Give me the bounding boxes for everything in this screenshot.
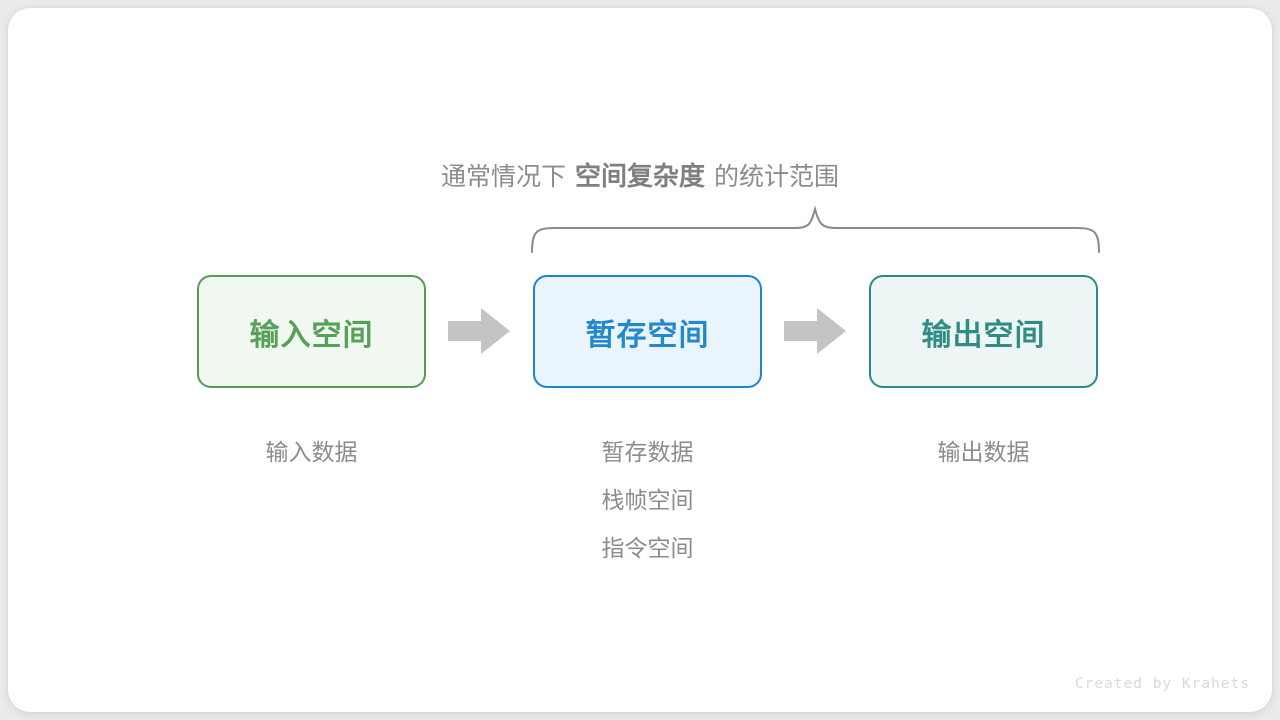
box-input-space-label: 输入空间: [249, 318, 374, 352]
box-temp-space[interactable]: 暂存空间: [533, 275, 762, 388]
captions-output-space: 输出数据: [869, 428, 1098, 476]
caption-emphasis: 空间复杂度: [574, 161, 705, 191]
caption-prefix: 通常情况下: [440, 163, 566, 191]
caption-item: 输入数据: [265, 439, 358, 465]
flow-arrow-icon: [784, 308, 846, 354]
credit-text: Created by Krahets: [1074, 676, 1250, 692]
curly-brace: [531, 205, 1100, 253]
caption-item: 输出数据: [937, 439, 1030, 465]
caption-item: 指令空间: [601, 535, 694, 561]
brace-caption: 通常情况下空间复杂度的统计范围: [8, 156, 1272, 197]
box-output-space[interactable]: 输出空间: [869, 275, 1098, 388]
caption-item: 栈帧空间: [601, 487, 694, 513]
diagram-card: 通常情况下空间复杂度的统计范围 输入空间 暂存空间 输出空间 输入数据 暂存数据…: [8, 8, 1272, 712]
captions-temp-space: 暂存数据 栈帧空间 指令空间: [533, 428, 762, 572]
flow-arrow-icon: [448, 308, 510, 354]
box-output-space-label: 输出空间: [921, 318, 1046, 352]
captions-input-space: 输入数据: [197, 428, 426, 476]
box-temp-space-label: 暂存空间: [585, 318, 710, 352]
box-input-space[interactable]: 输入空间: [197, 275, 426, 388]
caption-suffix: 的统计范围: [714, 163, 840, 191]
caption-item: 暂存数据: [601, 439, 694, 465]
